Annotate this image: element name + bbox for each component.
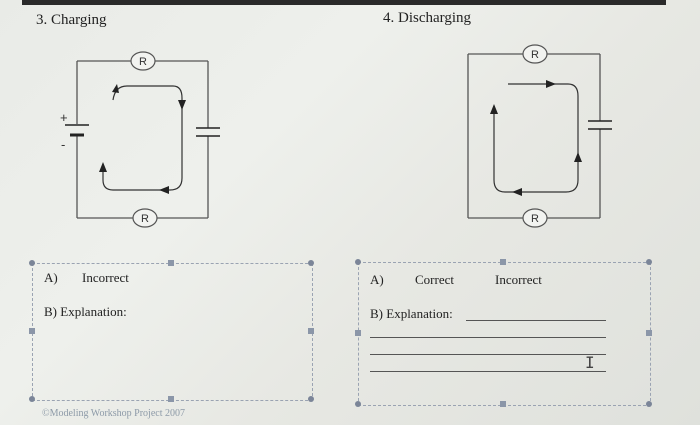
current-arrow-top xyxy=(546,80,556,88)
footer-credit: ©Modeling Workshop Project 2007 xyxy=(42,408,185,419)
current-arrow-left xyxy=(99,162,107,172)
resize-handle-right-ml[interactable] xyxy=(355,330,361,336)
resize-handle-left-ml[interactable] xyxy=(29,328,35,334)
resistor-top-label: R xyxy=(531,49,539,61)
resize-handle-right-tm[interactable] xyxy=(500,259,506,265)
battery-minus-label: - xyxy=(61,137,65,152)
resistor-bottom-label: R xyxy=(141,213,149,225)
explanation-line-2[interactable] xyxy=(370,337,606,338)
resize-handle-right-bl[interactable] xyxy=(355,401,361,407)
resistor-bottom-label: R xyxy=(531,213,539,225)
right-b-explanation-label: B) Explanation: xyxy=(370,306,453,321)
resize-handle-left-bl[interactable] xyxy=(29,396,35,402)
resistor-top xyxy=(130,51,156,71)
resize-handle-left-mr[interactable] xyxy=(308,328,314,334)
resize-handle-left-tm[interactable] xyxy=(168,260,174,266)
explanation-line-4[interactable] xyxy=(370,371,606,372)
resize-handle-left-tl[interactable] xyxy=(29,260,35,266)
resize-handle-right-bm[interactable] xyxy=(500,401,506,407)
resize-handle-right-mr[interactable] xyxy=(646,330,652,336)
current-arrow-left xyxy=(490,104,498,114)
discharging-circuit-diagram: R R xyxy=(467,44,612,228)
current-arrow-right xyxy=(574,152,582,162)
resize-handle-left-bm[interactable] xyxy=(168,396,174,402)
charging-circuit-diagram: R R + - xyxy=(60,51,220,228)
charging-title: 3. Charging xyxy=(36,12,107,28)
resize-handle-right-br[interactable] xyxy=(646,401,652,407)
current-arrow-right xyxy=(178,100,186,110)
left-a-label: A) xyxy=(44,270,58,285)
resize-handle-right-tl[interactable] xyxy=(355,259,361,265)
resize-handle-left-tr[interactable] xyxy=(308,260,314,266)
current-arrow-top xyxy=(112,84,119,93)
resize-handle-right-tr[interactable] xyxy=(646,259,652,265)
current-loop-path xyxy=(102,85,183,191)
discharging-title: 4. Discharging xyxy=(383,10,472,26)
left-b-explanation-label: B) Explanation: xyxy=(44,304,127,319)
current-arrow-bottom xyxy=(159,186,169,194)
explanation-line-3[interactable] xyxy=(370,354,606,355)
explanation-line-1[interactable] xyxy=(466,320,606,321)
resize-handle-left-br[interactable] xyxy=(308,396,314,402)
battery-plus-label: + xyxy=(60,110,68,125)
resistor-top xyxy=(522,44,548,64)
resistor-bottom xyxy=(132,208,158,228)
top-rule xyxy=(22,0,666,5)
current-loop-path xyxy=(493,83,579,193)
current-arrow-bottom xyxy=(512,188,522,196)
answer-box-left[interactable] xyxy=(32,263,313,401)
right-a-choice-incorrect[interactable]: Incorrect xyxy=(495,272,542,287)
resistor-bottom xyxy=(522,208,548,228)
text-cursor-ibeam-icon: I xyxy=(585,353,595,372)
left-a-choice-incorrect[interactable]: Incorrect xyxy=(82,270,129,285)
right-a-label: A) xyxy=(370,272,384,287)
right-a-choice-correct[interactable]: Correct xyxy=(415,272,454,287)
resistor-top-label: R xyxy=(139,56,147,68)
